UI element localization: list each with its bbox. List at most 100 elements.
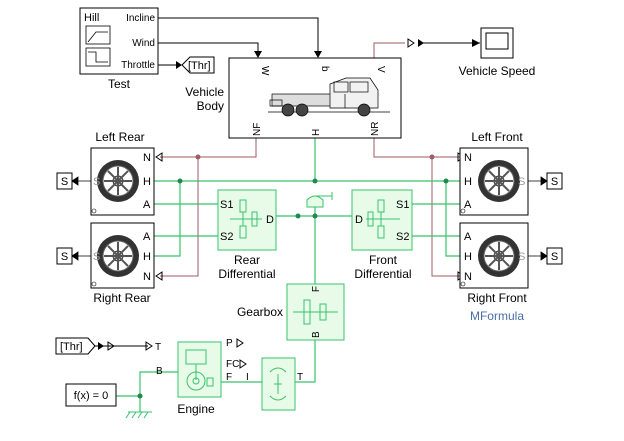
port-b: b — [319, 66, 330, 72]
test-block-title: Hill — [84, 12, 99, 24]
left-rear-tire[interactable]: Left Rear N H A S — [90, 130, 155, 216]
engine-port-p: P — [226, 338, 233, 349]
left-rear-wheel-icon — [97, 160, 139, 202]
gearbox-label: Gearbox — [237, 305, 283, 319]
rear-diff-label-2: Differential — [218, 267, 275, 281]
front-differential-block[interactable]: S1 S2 D Front Differential — [351, 189, 413, 281]
rear-diff-label-1: Rear — [234, 253, 260, 267]
right-rear-label: Right Rear — [93, 291, 150, 305]
right-front-label: Right Front — [467, 291, 527, 305]
right-front-tire[interactable]: A H N S Right Front MFormula — [459, 222, 529, 323]
vehicle-speed-scope[interactable]: Vehicle Speed — [459, 27, 536, 78]
right-rear-port-a: A — [143, 231, 151, 243]
front-diff-label-1: Front — [369, 253, 398, 267]
gearbox-port-f: F — [311, 286, 322, 292]
gearbox-port-b: B — [311, 331, 322, 338]
engine-piston-icon — [185, 349, 214, 391]
truck-icon — [268, 77, 390, 117]
left-front-tire[interactable]: Left Front N H A S — [459, 130, 529, 216]
left-rear-port-a: A — [143, 199, 151, 211]
right-rear-tire[interactable]: A H N S Right Rear — [90, 222, 155, 305]
front-diff-port-s1: S1 — [396, 199, 409, 211]
right-front-s-text: S — [551, 251, 558, 263]
engine-port-f: F — [226, 372, 232, 383]
engine-label: Engine — [177, 402, 215, 416]
port-w: W — [259, 66, 270, 76]
vehicle-body-label-2: Body — [197, 99, 224, 113]
mechanical-ground-icon — [125, 411, 152, 419]
left-front-wheel-icon — [478, 160, 520, 202]
left-rear-label: Left Rear — [95, 130, 144, 144]
right-front-s-block[interactable]: S — [546, 247, 563, 265]
left-front-label: Left Front — [471, 130, 523, 144]
right-front-port-a: A — [464, 231, 472, 243]
right-front-port-n: N — [464, 271, 472, 283]
engine-port-t: T — [155, 342, 161, 353]
port-h: H — [311, 129, 322, 136]
right-rear-wheel-icon — [97, 235, 139, 277]
left-front-s-block[interactable]: S — [546, 172, 563, 190]
engine-block[interactable]: B F T P FC Engine — [155, 338, 247, 416]
front-differential-icon — [366, 199, 400, 239]
left-front-port-h: H — [464, 176, 472, 188]
rear-diff-port-s1: S1 — [220, 199, 233, 211]
rear-diff-port-d: D — [266, 214, 274, 226]
port-wind: Wind — [132, 38, 155, 49]
front-diff-port-d: D — [355, 214, 363, 226]
test-block-label: Test — [108, 77, 131, 91]
test-block[interactable]: Hill Incline Wind Throttle Test — [79, 7, 159, 91]
port-incline: Incline — [126, 13, 155, 24]
port-v: V — [375, 66, 386, 73]
mech-lines — [116, 138, 460, 412]
right-front-port-h: H — [464, 251, 472, 263]
signal-lines — [158, 17, 480, 66]
right-rear-port-s: S — [93, 251, 100, 263]
s-terminators — [71, 176, 548, 261]
clutch-port-t: T — [297, 372, 303, 383]
left-rear-s-block[interactable]: S — [56, 172, 73, 190]
solver-config-block[interactable]: f(x) = 0 — [65, 383, 117, 407]
port-nf: NF — [252, 123, 263, 136]
right-rear-s-block[interactable]: S — [56, 247, 73, 265]
right-front-port-s: S — [518, 251, 525, 263]
mech-junctions — [137, 178, 449, 399]
left-rear-port-h: H — [143, 176, 151, 188]
right-rear-port-h: H — [143, 251, 151, 263]
left-rear-s-text: S — [61, 176, 68, 188]
front-diff-port-s2: S2 — [396, 231, 409, 243]
thr-from-label: [Thr] — [60, 341, 83, 353]
left-rear-port-n: N — [143, 152, 151, 164]
right-rear-s-text: S — [61, 251, 68, 263]
rear-diff-port-s2: S2 — [220, 231, 233, 243]
front-diff-label-2: Differential — [354, 267, 411, 281]
signal-arrows — [176, 39, 480, 69]
right-rear-port-n: N — [143, 271, 151, 283]
left-front-s-text: S — [551, 176, 558, 188]
driveshaft-inertia-icon[interactable] — [306, 192, 333, 208]
left-rear-port-s: S — [93, 176, 100, 188]
gearbox-block[interactable]: Gearbox F B — [237, 283, 345, 341]
port-throttle: Throttle — [121, 60, 155, 71]
engine-port-fc: FC — [226, 359, 239, 370]
hill-profile-icon — [85, 25, 111, 67]
solver-config-text: f(x) = 0 — [74, 390, 109, 402]
gearbox-icon — [293, 299, 338, 325]
left-front-port-s: S — [518, 176, 525, 188]
left-front-port-n: N — [464, 152, 472, 164]
left-front-port-a: A — [464, 199, 472, 211]
clutch-icon — [269, 367, 287, 401]
vehicle-body-block[interactable]: Vehicle Body W b V NF H NR — [185, 57, 402, 139]
thr-goto-label: [Thr] — [188, 60, 211, 72]
port-nr: NR — [370, 122, 381, 136]
rear-differential-icon — [230, 199, 262, 239]
rear-differential-block[interactable]: S1 S2 D Rear Differential — [217, 189, 277, 281]
thr-from-tag[interactable]: [Thr] — [55, 337, 96, 355]
thr-goto-tag[interactable]: [Thr] — [181, 56, 215, 74]
mformula-label: MFormula — [470, 309, 524, 323]
vehicle-body-label-1: Vehicle — [185, 85, 224, 99]
clutch-port-i: I — [246, 372, 249, 383]
engine-port-b: B — [156, 366, 163, 377]
clutch-block[interactable]: I T — [246, 357, 303, 411]
vehicle-speed-label: Vehicle Speed — [459, 64, 536, 78]
